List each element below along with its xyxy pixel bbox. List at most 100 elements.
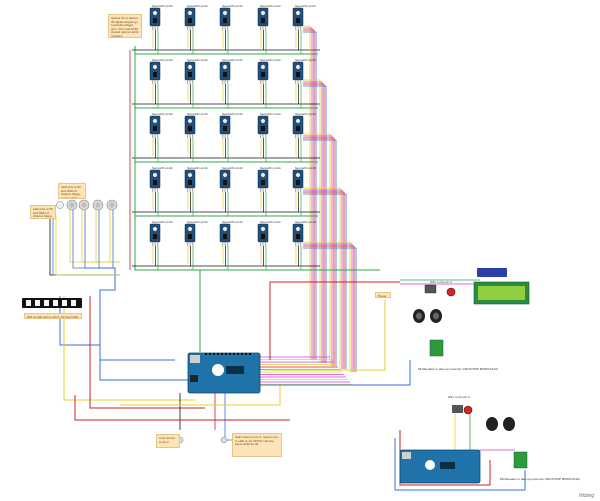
sensor-pin	[154, 134, 156, 138]
sensor-ic	[188, 180, 192, 185]
sensor-led-icon	[295, 10, 301, 16]
sensor-label: Sensor01 pin11	[222, 220, 243, 224]
led-strip-pixel	[53, 300, 58, 306]
sensor-led-icon	[260, 226, 266, 232]
sensor-pin	[154, 80, 156, 84]
arduino-mega-main	[187, 352, 261, 394]
button-wire	[109, 210, 120, 263]
sensor-pin	[189, 188, 191, 192]
sensor-label: Sensor01 pin11	[295, 220, 316, 224]
sensor-label: Sensor01 pin11	[260, 166, 281, 170]
sensor-led-icon	[152, 64, 158, 70]
sensor-pin	[262, 242, 264, 246]
sensor-led-icon	[222, 118, 228, 124]
sensor-pin	[152, 188, 154, 192]
sensor-pin	[189, 26, 191, 30]
bus-line	[303, 187, 341, 369]
sensor-label: Sensor01 pin11	[187, 220, 208, 224]
sensor-pin	[260, 242, 262, 246]
note-top-left: Sensor 01 to Sensor 25 digital outputs g…	[108, 14, 142, 38]
sensor-led-icon	[260, 118, 266, 124]
sensor-pin	[297, 80, 299, 84]
sensor-pin	[152, 26, 154, 30]
mp3-label-top: MiniSpeaker to take up power(ex CMOS 5WP…	[418, 367, 498, 371]
sensor-ic	[261, 126, 265, 131]
sensor-pin	[262, 188, 264, 192]
sensor-pin	[262, 80, 264, 84]
bus-line	[303, 247, 357, 372]
sensor-pin	[157, 134, 159, 138]
sensor-led-icon	[152, 226, 158, 232]
sensor-pin	[265, 188, 267, 192]
ir-sensor-module: Sensor01 pin11	[149, 112, 173, 162]
sensor-pin	[295, 188, 297, 192]
sensor-pin	[154, 188, 156, 192]
sensor-label: Sensor01 pin11	[260, 112, 281, 116]
sensor-pin	[295, 242, 297, 246]
sensor-label: Sensor01 pin11	[152, 220, 173, 224]
speaker-icon	[503, 417, 515, 431]
sensor-pin	[222, 188, 224, 192]
sensor-ic	[188, 234, 192, 239]
speaker-cone	[416, 312, 422, 320]
note-power: Power supply	[375, 292, 391, 298]
led-icon	[56, 201, 64, 209]
push-button-cap	[109, 202, 115, 208]
header-pin	[209, 353, 211, 355]
sensor-pin	[300, 26, 302, 30]
sensor-led-icon	[222, 172, 228, 178]
bus-line	[303, 139, 337, 366]
sensor-pin	[187, 242, 189, 246]
led-strip-pixel	[62, 300, 67, 306]
sensor-pin	[227, 188, 229, 192]
sensor-led-icon	[152, 118, 158, 124]
ir-sensor-module: Sensor01 pin11	[292, 220, 316, 270]
sensor-ic	[261, 18, 265, 23]
sensor-led-icon	[222, 10, 228, 16]
bus-line	[303, 189, 343, 369]
speaker-icon	[486, 417, 498, 431]
sensor-label: Sensor01 pin11	[152, 112, 173, 116]
ir-sensor-module: Sensor01 pin11	[184, 58, 208, 108]
sensor-ic	[296, 234, 300, 239]
arduino-logo-icon	[212, 364, 224, 376]
header-pin	[249, 353, 251, 355]
mcu-chip	[440, 462, 455, 469]
sensor-label: Sensor01 pin11	[260, 58, 281, 62]
header-pin	[213, 353, 215, 355]
sensor-pin	[265, 134, 267, 138]
long-wire	[265, 300, 386, 371]
ir-sensor-module: Sensor01 pin11	[257, 112, 281, 162]
sensor-pin	[224, 188, 226, 192]
usb-port-icon	[190, 355, 200, 363]
sensor-pin	[157, 242, 159, 246]
note-reed: LED pins to 5V and GND of Arduino Mega, …	[58, 183, 86, 199]
sensor-led-icon	[152, 172, 158, 178]
header-pin	[225, 353, 227, 355]
sensor-pin	[260, 188, 262, 192]
long-wire	[260, 360, 411, 386]
sensor-ic	[223, 234, 227, 239]
sensor-label: Sensor01 pin11	[295, 4, 316, 8]
ir-sensor-module: Sensor01 pin11	[184, 166, 208, 216]
header-pin	[229, 353, 231, 355]
start-button-icon	[220, 436, 228, 444]
sensor-pin	[227, 80, 229, 84]
sensor-pin	[187, 134, 189, 138]
sensor-label: Sensor01 pin11	[222, 4, 243, 8]
sensor-label: Sensor01 pin11	[222, 112, 243, 116]
push-button-cap	[95, 202, 101, 208]
sensor-pin	[224, 134, 226, 138]
led-strip-pixel	[44, 300, 49, 306]
ir-sensor-module: Sensor01 pin11	[219, 166, 243, 216]
mp3-module	[513, 451, 528, 469]
sensor-pin	[189, 80, 191, 84]
led-strip	[22, 298, 82, 308]
sensor-pin	[187, 80, 189, 84]
sensor-led-icon	[187, 10, 193, 16]
long-wire	[74, 395, 290, 421]
sensor-led-icon	[295, 118, 301, 124]
sensor-label: Sensor01 pin11	[295, 112, 316, 116]
sensor-ic	[296, 18, 300, 23]
